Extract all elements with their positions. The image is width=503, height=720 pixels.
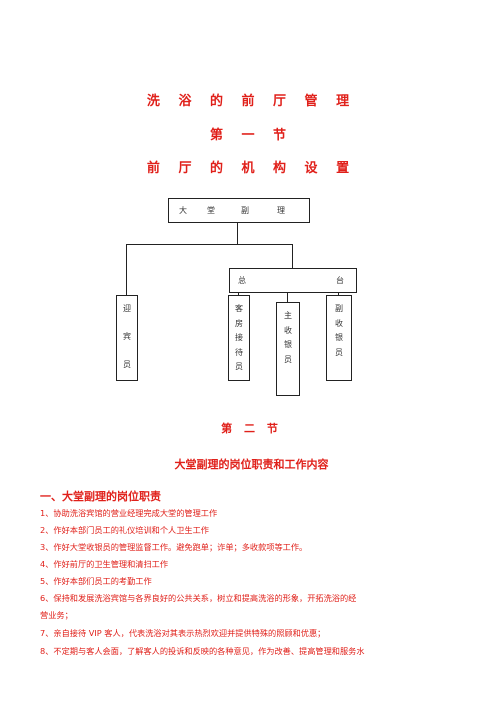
connector: [287, 292, 288, 302]
connector: [238, 292, 239, 296]
box-char: 迎: [123, 304, 131, 313]
main-title: 洗 浴 的 前 厅 管 理: [146, 94, 357, 109]
connector: [237, 222, 238, 244]
connector: [292, 244, 293, 268]
duty-line: 8、不定期与客人会面，了解客人的投诉和反映的各种意见，作为改善、提高管理和服务水: [40, 646, 365, 656]
box-char: 大: [179, 206, 187, 215]
box-char: 收: [335, 318, 343, 328]
box-char: 房: [235, 318, 243, 328]
box-guest-reception: 客 房 接 待 员: [228, 295, 250, 381]
box-char: 收: [284, 325, 292, 335]
connector: [126, 244, 293, 245]
box-char: 宾: [123, 332, 131, 341]
box-char: 副: [335, 304, 343, 313]
duty-line: 7、亲自接待 VIP 客人，代表洗浴对其表示热烈欢迎并提供特殊的照顾和优惠；: [40, 628, 326, 638]
section-two-label: 第 二 节: [221, 422, 282, 435]
box-greeter: 迎 宾 员: [116, 295, 138, 381]
box-char: 主: [284, 311, 292, 320]
duty-line: 4、作好前厅的卫生管理和清扫工作: [40, 559, 169, 569]
box-char: 员: [235, 362, 243, 371]
box-char: 待: [235, 347, 243, 357]
box-char: 堂: [207, 206, 215, 215]
box-char: 理: [277, 206, 285, 215]
duty-line: 6、保持和发展洗浴宾馆与各界良好的公共关系，树立和提高洗浴的形象，开拓洗浴的经: [40, 593, 357, 603]
duty-line: 2、作好本部门员工的礼仪培训和个人卫生工作: [40, 525, 209, 535]
box-char: 员: [335, 347, 343, 357]
connector: [338, 292, 339, 296]
box-char: 副: [241, 206, 249, 215]
box-char: 接: [235, 333, 243, 342]
box-char: 台: [336, 276, 344, 285]
section-one-label: 第 一 节: [209, 128, 294, 143]
connector: [126, 244, 127, 295]
box-char: 银: [284, 340, 292, 349]
box-char: 员: [123, 360, 131, 369]
box-lobby-manager: 大 堂 副 理: [168, 198, 310, 223]
duties-heading: 一、大堂副理的岗位职责: [40, 490, 161, 503]
section-two-title: 大堂副理的岗位职责和工作内容: [174, 458, 329, 471]
box-char: 银: [335, 333, 343, 342]
duty-line: 营业务；: [40, 610, 73, 620]
box-front-desk: 总 台: [229, 268, 357, 293]
box-char: 员: [284, 354, 292, 364]
box-char: 客: [235, 304, 243, 313]
box-head-cashier: 主 收 银 员: [276, 302, 300, 396]
duty-line: 3、作好大堂收银员的管理监督工作。避免跑单；诈单；多收款项等工作。: [40, 542, 308, 552]
duty-line: 5、作好本部们员工的考勤工作: [40, 576, 152, 586]
chart-title: 前 厅 的 机 构 设 置: [146, 161, 357, 176]
box-char: 总: [238, 276, 246, 285]
box-deputy-cashier: 副 收 银 员: [326, 295, 352, 381]
duty-line: 1、协助洗浴宾馆的营业经理完成大堂的管理工作: [40, 508, 218, 518]
